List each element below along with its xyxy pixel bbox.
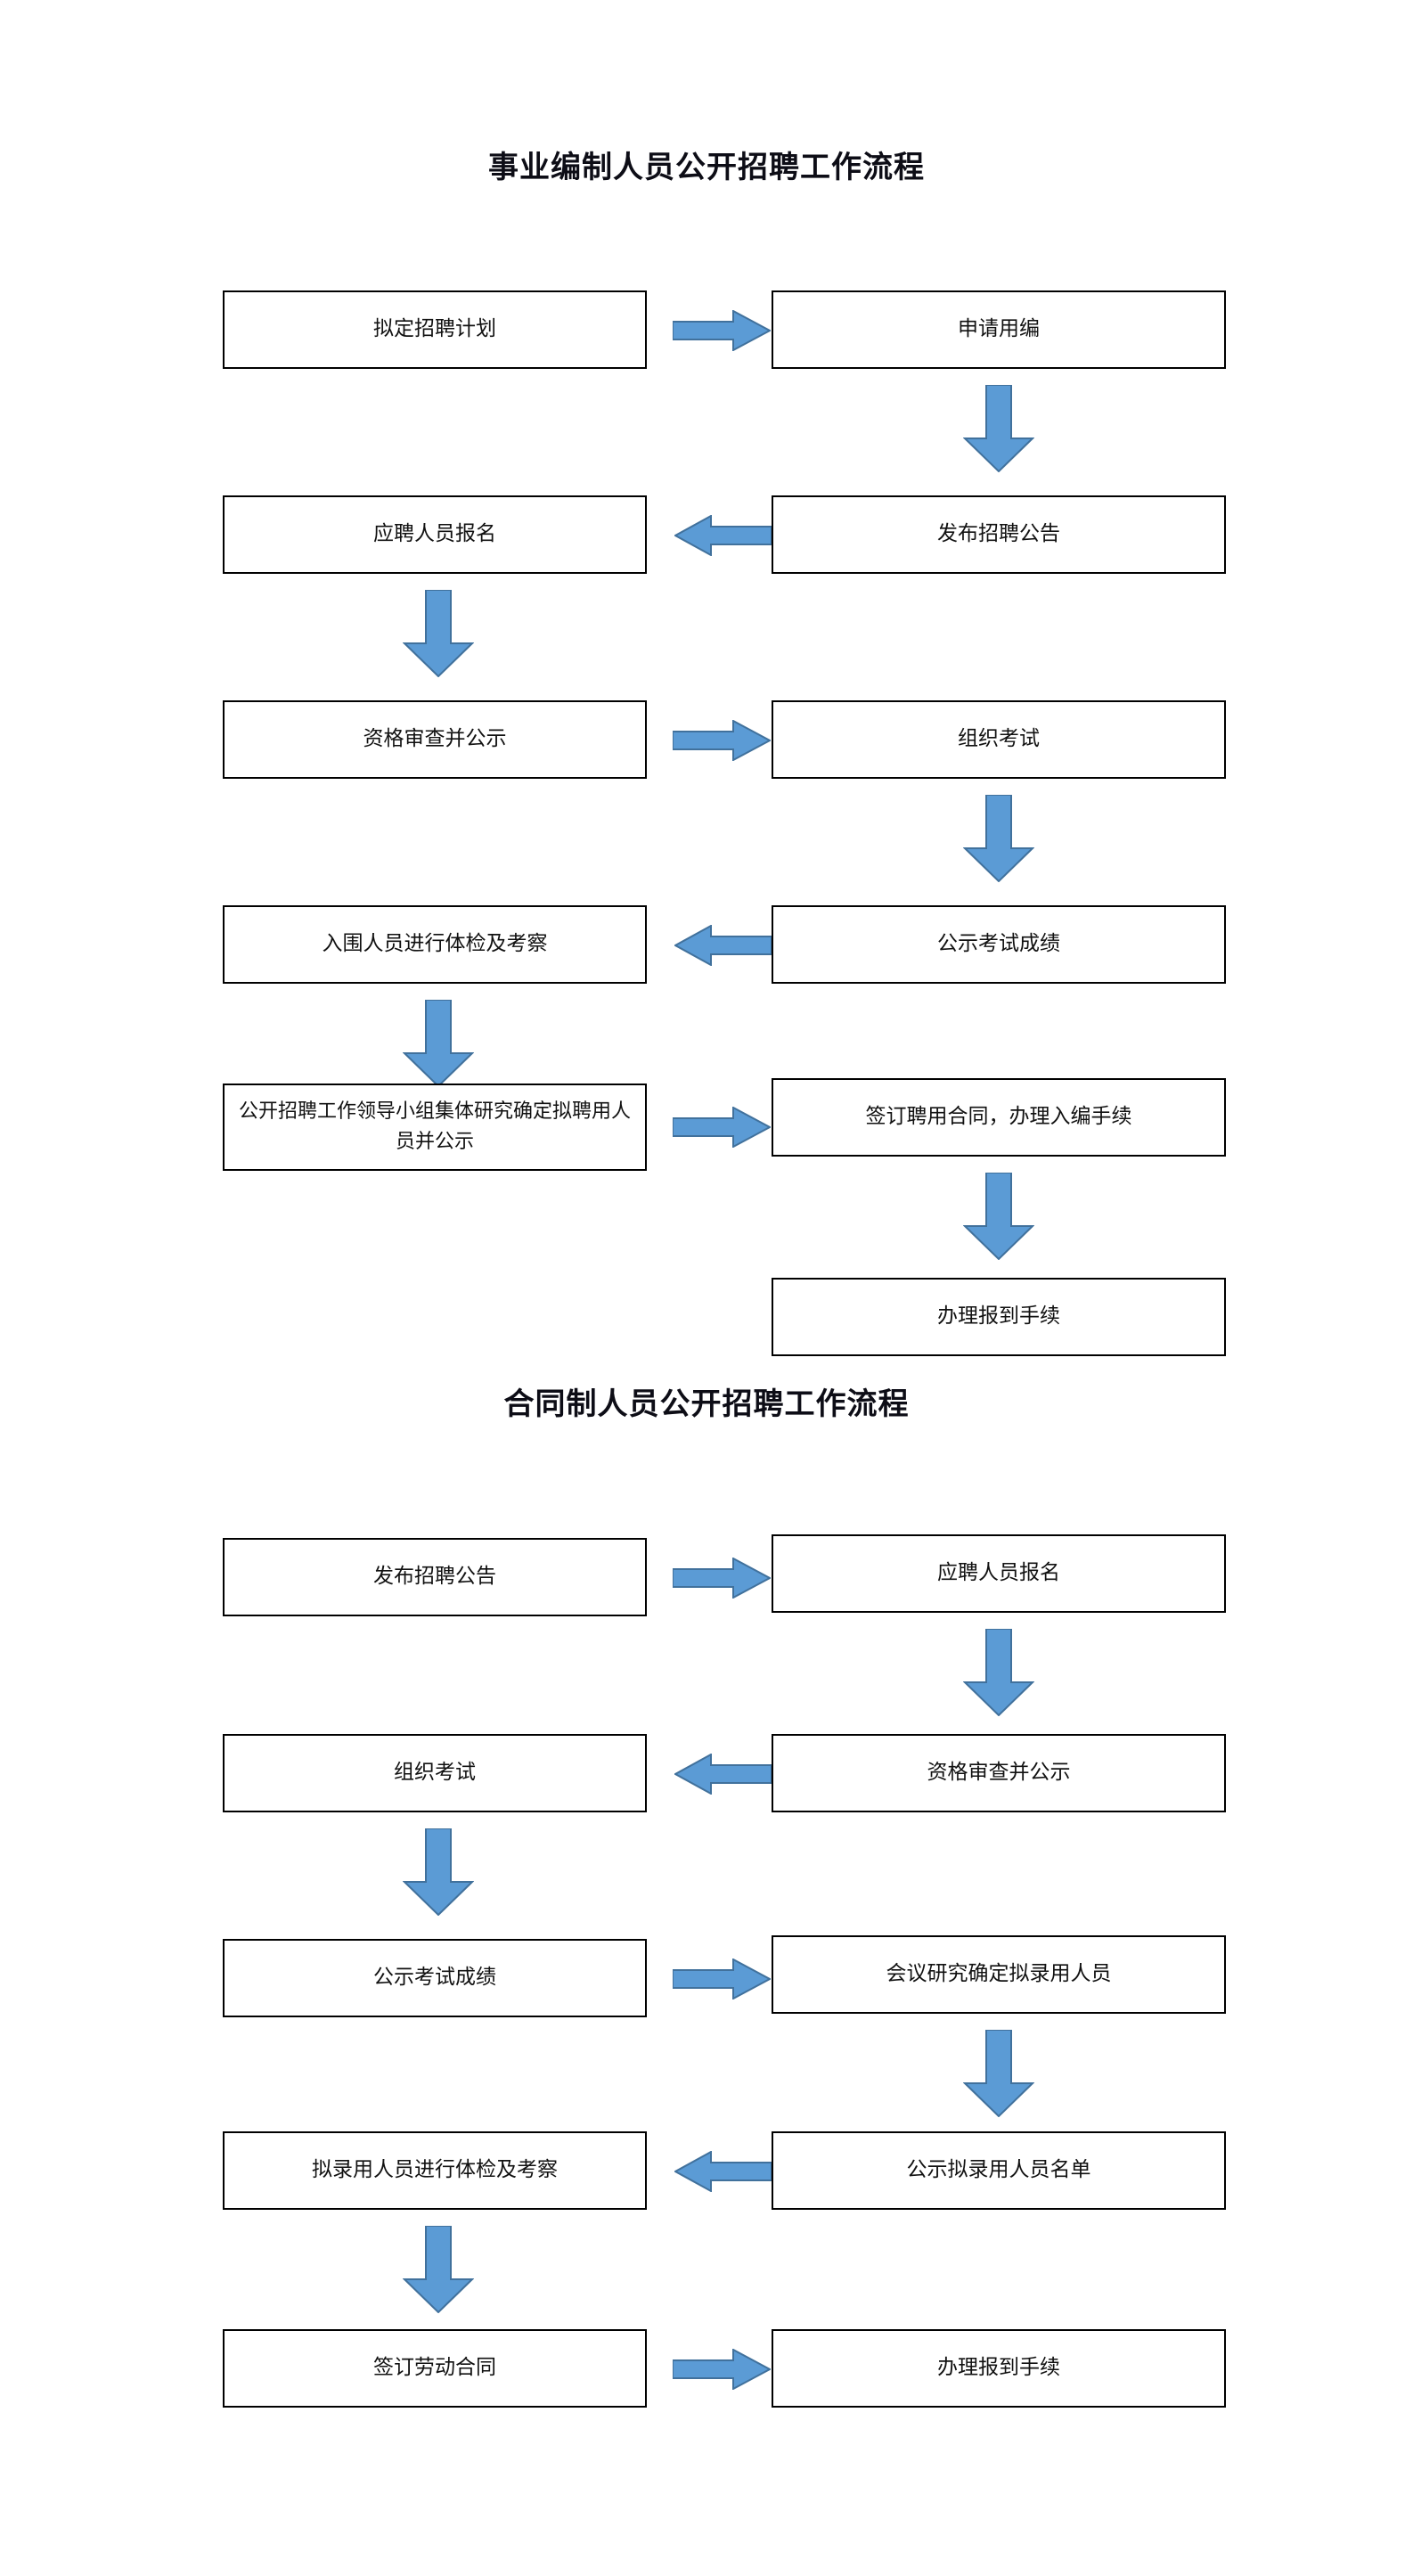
- flow-node-n6: 组织考试: [772, 700, 1226, 779]
- flow-node-n11: 办理报到手续: [772, 1278, 1226, 1356]
- flow-node-m4: 组织考试: [223, 1734, 647, 1812]
- flow-node-m8: 拟录用人员进行体检及考察: [223, 2131, 647, 2210]
- flow-node-label: 资格审查并公示: [927, 1761, 1071, 1785]
- flow-node-m6: 会议研究确定拟录用人员: [772, 1935, 1226, 2014]
- flow-node-m10: 办理报到手续: [772, 2329, 1226, 2408]
- flow-node-n7: 公示考试成绩: [772, 905, 1226, 984]
- chart-title-contract: 合同制人员公开招聘工作流程: [503, 1388, 910, 1421]
- flow-node-label: 公示考试成绩: [937, 932, 1060, 956]
- arrow-right-icon-n9-n10: [673, 1107, 771, 1148]
- flow-node-m9: 签订劳动合同: [223, 2329, 647, 2408]
- flow-node-label: 公示考试成绩: [373, 1966, 496, 1990]
- flow-node-m5: 公示考试成绩: [223, 1939, 647, 2017]
- flow-node-label: 办理报到手续: [937, 2356, 1060, 2380]
- flow-node-n8: 入围人员进行体检及考察: [223, 905, 647, 984]
- flow-node-label: 应聘人员报名: [373, 522, 496, 546]
- flow-node-m7: 公示拟录用人员名单: [772, 2131, 1226, 2210]
- arrow-down-icon-m4-m5: [403, 1828, 474, 1916]
- flow-node-label: 会议研究确定拟录用人员: [886, 1962, 1112, 1986]
- flow-node-n2: 申请用编: [772, 290, 1226, 369]
- flow-node-m1: 发布招聘公告: [223, 1538, 647, 1616]
- flow-node-n9: 公开招聘工作领导小组集体研究确定拟聘用人员并公示: [223, 1084, 647, 1171]
- flow-node-n1: 拟定招聘计划: [223, 290, 647, 369]
- flow-node-label: 签订聘用合同，办理入编手续: [865, 1105, 1132, 1129]
- flow-node-n3: 发布招聘公告: [772, 495, 1226, 574]
- arrow-left-icon-n7-n8: [674, 925, 772, 966]
- flow-node-label: 申请用编: [958, 317, 1040, 341]
- flow-node-label: 发布招聘公告: [373, 1565, 496, 1589]
- flow-node-label: 签订劳动合同: [373, 2356, 496, 2380]
- flow-node-m3: 资格审查并公示: [772, 1734, 1226, 1812]
- flow-node-label: 组织考试: [394, 1761, 476, 1785]
- flow-node-n10: 签订聘用合同，办理入编手续: [772, 1078, 1226, 1157]
- flow-node-m2: 应聘人员报名: [772, 1534, 1226, 1613]
- flow-node-label: 入围人员进行体检及考察: [322, 932, 548, 956]
- arrow-left-icon-m3-m4: [674, 1754, 772, 1795]
- flow-node-n4: 应聘人员报名: [223, 495, 647, 574]
- flow-node-label: 拟定招聘计划: [373, 317, 496, 341]
- arrow-right-icon-m5-m6: [673, 1959, 771, 1999]
- arrow-right-icon-m9-m10: [673, 2349, 771, 2390]
- arrow-down-icon-n4-n5: [403, 590, 474, 677]
- flow-node-n5: 资格审查并公示: [223, 700, 647, 779]
- chart-title-establishment: 事业编制人员公开招聘工作流程: [488, 151, 925, 184]
- flow-node-label: 应聘人员报名: [937, 1561, 1060, 1585]
- arrow-left-icon-n3-n4: [674, 515, 772, 556]
- flow-node-label: 办理报到手续: [937, 1304, 1060, 1329]
- flow-node-label: 拟录用人员进行体检及考察: [312, 2158, 558, 2182]
- flow-node-label: 发布招聘公告: [937, 522, 1060, 546]
- arrow-down-icon-n8-n9: [403, 1000, 474, 1087]
- flow-node-label: 资格审查并公示: [363, 727, 507, 751]
- arrow-right-icon-n5-n6: [673, 720, 771, 761]
- arrow-right-icon-m1-m2: [673, 1558, 771, 1599]
- flow-node-label: 公示拟录用人员名单: [906, 2158, 1091, 2182]
- arrow-down-icon-n2-n3: [963, 385, 1034, 472]
- flow-node-label: 组织考试: [958, 727, 1040, 751]
- arrow-right-icon-n1-n2: [673, 310, 771, 351]
- arrow-down-icon-m8-m9: [403, 2226, 474, 2313]
- arrow-down-icon-n10-n11: [963, 1173, 1034, 1260]
- flow-node-label: 公开招聘工作领导小组集体研究确定拟聘用人员并公示: [238, 1100, 631, 1153]
- arrow-down-icon-m2-m3: [963, 1629, 1034, 1716]
- arrow-down-icon-n6-n7: [963, 795, 1034, 882]
- arrow-down-icon-m6-m7: [963, 2030, 1034, 2117]
- arrow-left-icon-m7-m8: [674, 2151, 772, 2192]
